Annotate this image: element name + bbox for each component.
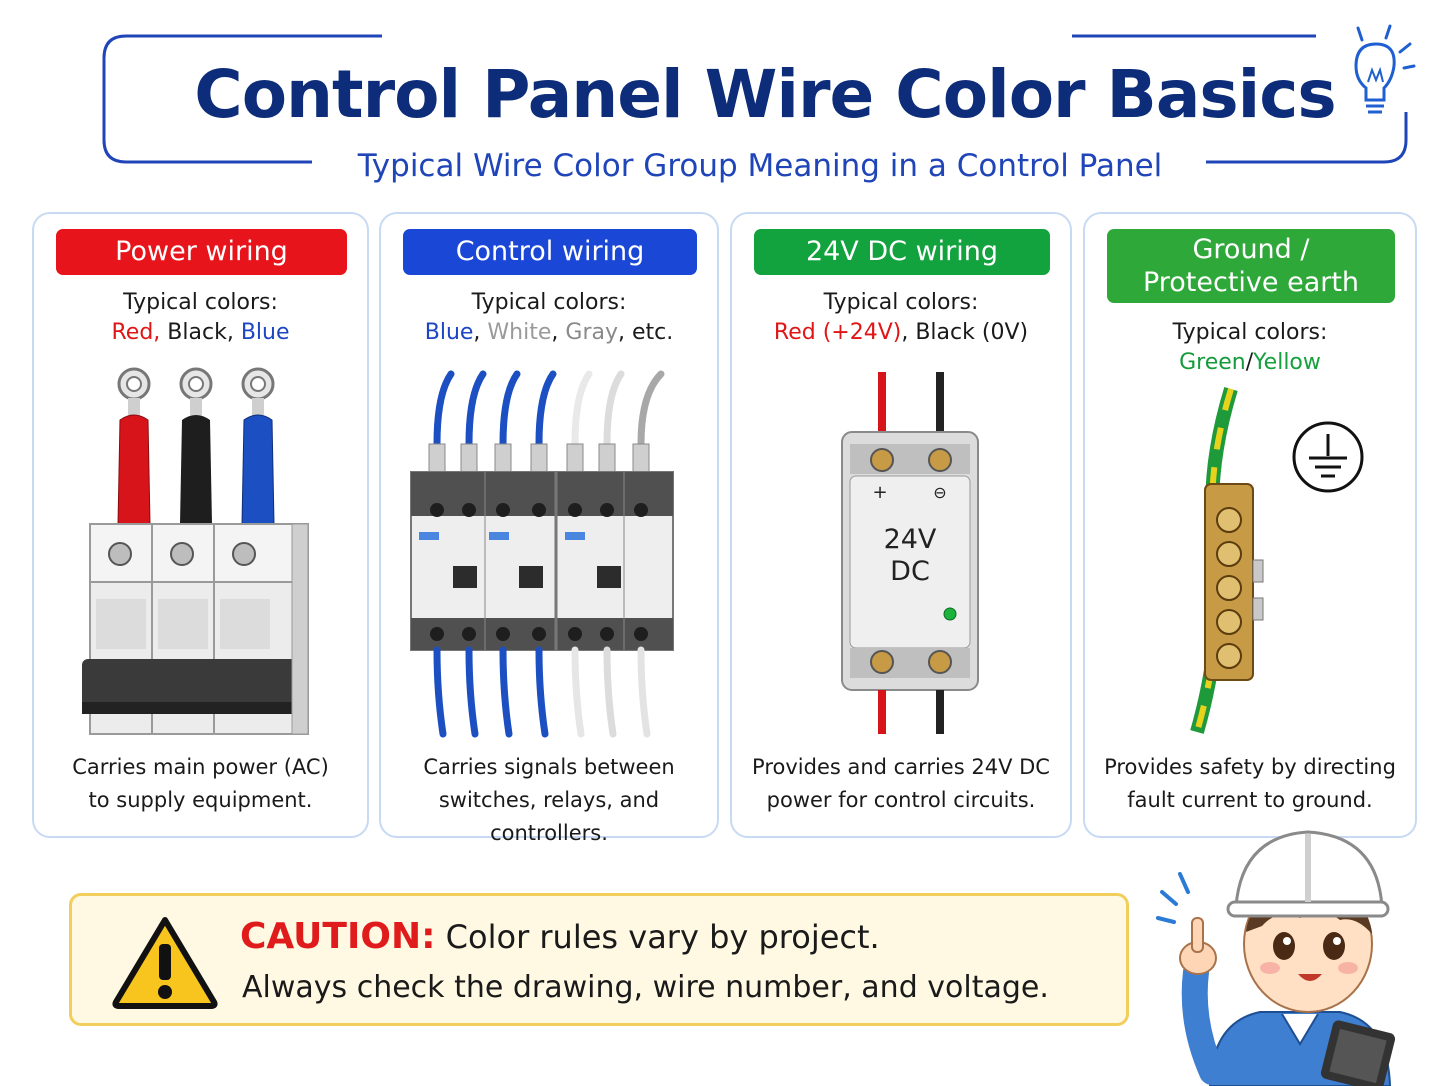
typical-colors-label: Typical colors:: [123, 290, 278, 315]
svg-text:DC: DC: [890, 556, 930, 587]
color-name: Yellow: [1253, 350, 1321, 375]
terminal-block-illustration: [410, 370, 674, 738]
color-name: Blue: [424, 320, 474, 345]
color-name: Blue: [240, 320, 290, 345]
svg-text:⊖: ⊖: [933, 483, 946, 502]
caution-message: Color rules vary by project.: [445, 918, 880, 956]
control-wiring-card: Control wiring Typical colors: Blue, Whi…: [379, 212, 719, 845]
caution-box: CAUTION: Color rules vary by project. Al…: [69, 893, 1129, 1026]
black-wire: [179, 367, 213, 524]
caution-detail: Always check the drawing, wire number, a…: [242, 970, 1049, 1005]
color-name: Green: [1179, 350, 1246, 375]
ground-bar-illustration: [1190, 386, 1364, 734]
typical-colors-list: Red (+24V), Black (0V): [773, 320, 1029, 345]
color-name: Black: [167, 320, 227, 345]
circuit-breaker-illustration: [82, 367, 309, 735]
typical-colors-label: Typical colors:: [1172, 320, 1328, 345]
engineer-mascot: [1156, 830, 1396, 1086]
control-wiring-header: Control wiring: [403, 229, 697, 275]
header-frame: [102, 34, 1408, 164]
ground-header: Ground / Protective earth: [1107, 229, 1395, 303]
ground-description: Provides safety by directing fault curre…: [1104, 755, 1396, 812]
power-wiring-card: Power wiring Typical colors: Red, Black,…: [32, 212, 369, 838]
ground-card: Ground / Protective earth Typical colors…: [1083, 212, 1417, 838]
color-name: Black (0V): [915, 320, 1029, 345]
typical-colors-label: Typical colors:: [471, 290, 627, 315]
typical-colors-list: Blue, White, Gray, etc.: [424, 320, 674, 345]
warning-triangle-icon: [112, 917, 218, 1009]
color-name: Gray: [565, 320, 618, 345]
ground-symbol-icon: [1292, 421, 1364, 493]
svg-text:24V: 24V: [884, 524, 937, 555]
typical-colors-list: Green/Yellow: [1179, 350, 1321, 375]
caution-label: CAUTION:: [240, 916, 436, 957]
dc-wiring-header: 24V DC wiring: [754, 229, 1050, 275]
color-name: etc.: [632, 320, 674, 345]
color-name: White: [487, 320, 552, 345]
page-title: Control Panel Wire Color Basics: [194, 56, 1336, 133]
typical-colors-label: Typical colors:: [823, 290, 979, 315]
power-wiring-header: Power wiring: [56, 229, 347, 275]
blue-wire: [241, 367, 275, 525]
color-name: Red (+24V): [773, 320, 902, 345]
power-wiring-description: Carries main power (AC) to supply equipm…: [72, 755, 329, 812]
dc-power-supply-illustration: + ⊖ 24V DC: [841, 372, 979, 734]
lightbulb-icon: [1354, 24, 1416, 114]
red-wire: [117, 367, 151, 525]
color-name: Red,: [111, 320, 161, 345]
control-wiring-description: Carries signals between switches, relays…: [423, 755, 675, 845]
page-subtitle: Typical Wire Color Group Meaning in a Co…: [357, 148, 1163, 184]
caution-heading: CAUTION: Color rules vary by project.: [240, 916, 880, 957]
typical-colors-list: Red, Black, Blue: [111, 320, 290, 345]
dc-wiring-card: 24V DC wiring Typical colors: Red (+24V)…: [730, 212, 1072, 838]
svg-text:+: +: [872, 482, 887, 503]
dc-wiring-description: Provides and carries 24V DC power for co…: [752, 755, 1050, 812]
